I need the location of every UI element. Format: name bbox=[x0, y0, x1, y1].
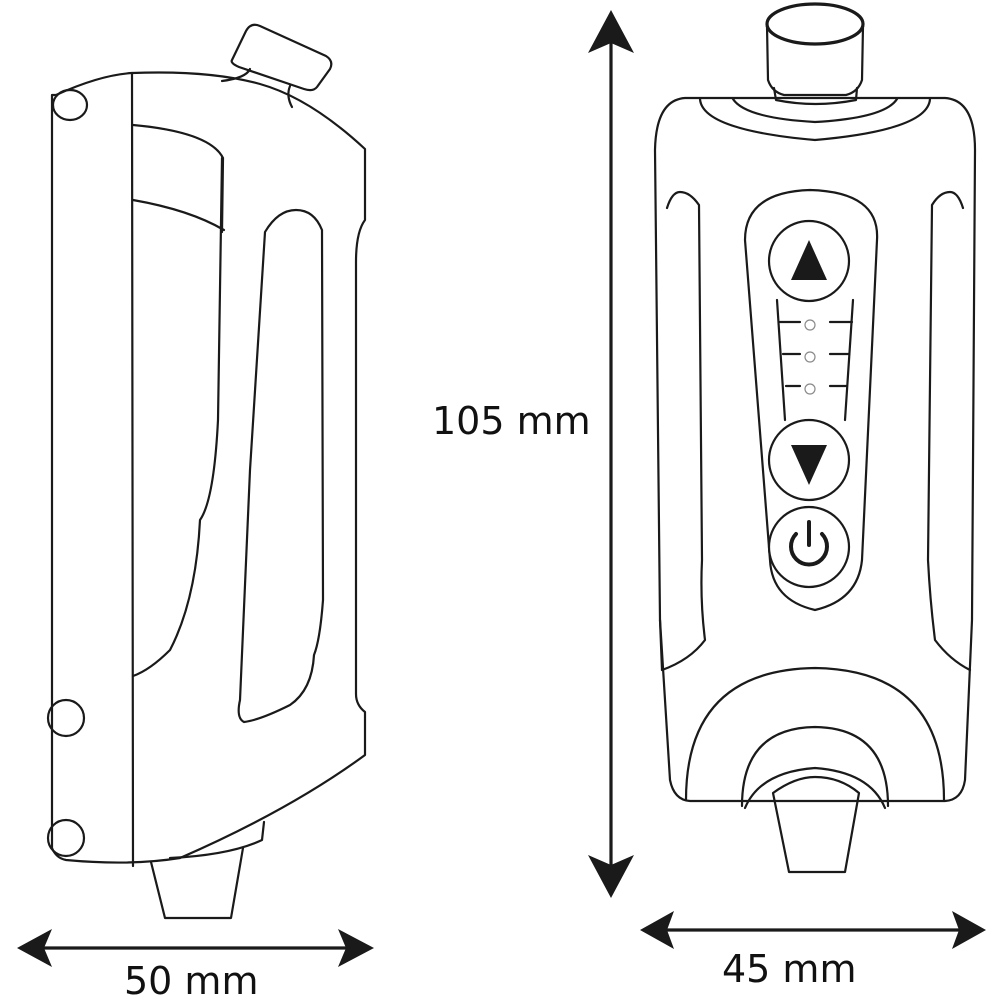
front-top-cap bbox=[765, 2, 865, 106]
triangle-down-icon bbox=[791, 445, 827, 485]
front-nozzle bbox=[771, 775, 861, 874]
front-body-outline bbox=[653, 96, 977, 803]
side-clip-button bbox=[220, 23, 333, 109]
front-view bbox=[653, 2, 977, 874]
height-arrow bbox=[588, 10, 634, 898]
side-view bbox=[46, 23, 367, 920]
height-label: 105 mm bbox=[432, 399, 591, 443]
side-grip-slot bbox=[237, 208, 325, 724]
power-icon bbox=[789, 520, 829, 567]
level-indicator-2 bbox=[804, 351, 816, 363]
down-button[interactable] bbox=[767, 418, 851, 502]
front-width-label: 45 mm bbox=[722, 947, 857, 991]
side-bottom-knob bbox=[46, 818, 86, 858]
side-nozzle bbox=[149, 846, 245, 920]
side-width-label: 50 mm bbox=[124, 959, 259, 1003]
front-width-arrow bbox=[640, 911, 986, 949]
level-indicator-3 bbox=[804, 383, 816, 395]
side-top-knob bbox=[51, 88, 89, 122]
triangle-up-icon bbox=[791, 240, 827, 280]
up-button[interactable] bbox=[767, 219, 851, 303]
side-body-outline bbox=[50, 71, 367, 864]
side-width-arrow bbox=[17, 929, 374, 967]
power-button[interactable] bbox=[767, 505, 851, 589]
side-middle-knob bbox=[46, 698, 86, 738]
front-control-panel bbox=[743, 188, 879, 612]
level-indicator-1 bbox=[804, 319, 816, 331]
